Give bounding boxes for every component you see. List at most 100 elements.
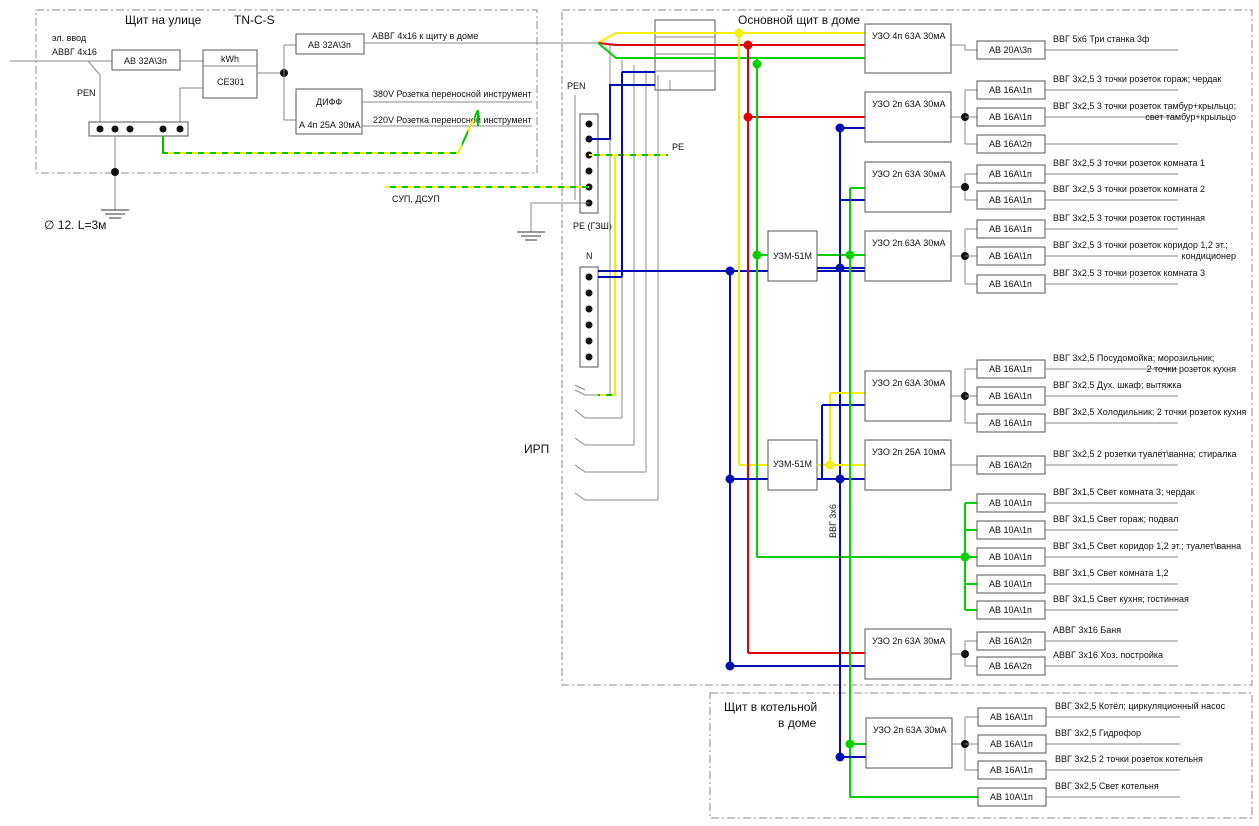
socket-220-label: 220V Розетка переносной инструмент — [373, 115, 532, 125]
breaker-5-label: АВ 16А\1п — [989, 169, 1032, 179]
pen-bus-label: PEN — [567, 81, 586, 91]
voltage-relay-1 — [767, 230, 818, 282]
pe-gzsh-label: PE (ГЗШ) — [573, 221, 612, 231]
boiler-circuit-3-label: ВВГ 3х2,5 2 точки розеток котельня — [1055, 754, 1203, 764]
sup-label: СУП, ДСУП — [392, 194, 440, 204]
circuit-3-label-2: свет тамбур+крыльцо — [1145, 112, 1236, 122]
meter-model-label: СЕ301 — [217, 77, 245, 87]
boiler-rcd-label: УЗО 2п 63А 30мА — [873, 725, 946, 735]
diff-rating: А 4п 25А 30мА — [299, 120, 361, 130]
breaker-13-label: АВ 16А\2п — [989, 460, 1032, 470]
socket-380-label: 380V Розетка переносной инструмент — [373, 89, 532, 99]
rcd-5 — [864, 370, 952, 422]
circuit-6-label: ВВГ 3х2,5 3 точки розеток комната 2 — [1053, 184, 1205, 194]
n-bus-label: N — [586, 251, 593, 261]
breaker-14-label: АВ 10А\1п — [989, 498, 1032, 508]
rcd-2-label: УЗО 2п 63А 30мА — [872, 99, 945, 109]
breaker-1-label: АВ 20А\3п — [989, 45, 1032, 55]
boiler-breaker-1-label: АВ 16А\1п — [990, 712, 1033, 722]
outdoor-panel-title: Щит на улице — [125, 13, 202, 27]
circuit-5-label: ВВГ 3х2,5 3 точки розеток комната 1 — [1053, 158, 1205, 168]
outdoor-panel-frame — [35, 9, 538, 174]
pe-label: PE — [672, 142, 684, 152]
input-cable-label: АВВГ 4х16 — [52, 47, 97, 57]
input-terminal-block — [654, 19, 716, 91]
breaker-7-label: АВ 16А\1п — [989, 224, 1032, 234]
voltage-relay-2-label: УЗМ-51М — [773, 459, 812, 469]
boiler-breaker-2-label: АВ 16А\1п — [990, 739, 1033, 749]
main-breaker-label: АВ 32А\3п — [124, 56, 167, 66]
circuit-2-label: ВВГ 3х2,5 3 точки розеток гораж; чердак — [1053, 74, 1221, 84]
circuit-12-label: ВВГ 3х2,5 Холодильник; 2 точки розеток к… — [1053, 407, 1247, 417]
cable-vvg3x6-label: ВВГ 3х6 — [828, 504, 838, 538]
breaker-3-label: АВ 16А\1п — [989, 112, 1032, 122]
energy-meter — [202, 49, 258, 99]
rcd-4-label: УЗО 2п 63А 30мА — [872, 238, 945, 248]
circuit-20-label: АВВГ 3х16 Хоз. постройка — [1053, 650, 1163, 660]
pe-bus — [579, 113, 599, 214]
rcd-7 — [864, 628, 952, 680]
irp-label: ИРП — [524, 442, 549, 456]
rcd-1-label: УЗО 4п 63А 30мА — [872, 31, 945, 41]
input-label: эл. ввод — [52, 33, 87, 43]
rcd-6 — [864, 439, 952, 491]
circuit-19-label: АВВГ 3х16 Баня — [1053, 625, 1121, 635]
cable-to-house-label: АВВГ 4х16 к щиту в доме — [372, 31, 478, 41]
breaker-19-label: АВ 16А\2п — [989, 636, 1032, 646]
breaker-10-label: АВ 16А\1п — [989, 364, 1032, 374]
circuit-16-label: ВВГ 3х1,5 Свет коридор 1,2 эт.; туалет\в… — [1053, 541, 1241, 551]
circuit-17-label: ВВГ 3х1,5 Свет комната 1,2 — [1053, 568, 1168, 578]
boiler-rcd — [865, 717, 953, 769]
voltage-relay-2 — [767, 439, 818, 491]
breaker-to-house-label: АВ 32А\3п — [308, 40, 351, 50]
main-panel-title: Основной щит в доме — [738, 13, 860, 27]
breaker-6-label: АВ 16А\1п — [989, 195, 1032, 205]
circuit-11-label: ВВГ 3х2,5 Дух. шкаф; вытяжка — [1053, 380, 1181, 390]
diff-title: ДИФФ — [316, 97, 342, 107]
boiler-breakers: АВ 16А\1п ВВГ 3х2,5 Котёл; циркуляционный… — [965, 701, 1226, 807]
boiler-breaker-3-label: АВ 16А\1п — [990, 765, 1033, 775]
boiler-panel-frame — [709, 692, 1253, 819]
boiler-circuit-1-label: ВВГ 3х2,5 Котёл; циркуляционный насос — [1055, 701, 1226, 711]
boiler-title-2: в доме — [778, 716, 817, 730]
circuit-9-label: ВВГ 3х2,5 3 точки розеток комната 3 — [1053, 268, 1205, 278]
main-panel-frame — [561, 9, 1253, 686]
n-bus — [579, 266, 599, 368]
rcd-3-label: УЗО 2п 63А 30мА — [872, 169, 945, 179]
breaker-9-label: АВ 16А\1п — [989, 279, 1032, 289]
circuit-8-label: ВВГ 3х2,5 3 точки розеток коридор 1,2 эт… — [1053, 240, 1228, 250]
circuit-3-label: ВВГ 3х2,5 3 точки розеток тамбур+крыльцо… — [1053, 101, 1236, 111]
circuit-8-label-2: кондиционер — [1182, 251, 1236, 261]
breaker-11-label: АВ 16А\1п — [989, 391, 1032, 401]
rcd-3 — [864, 161, 952, 213]
breaker-20-label: АВ 16А\2п — [989, 661, 1032, 671]
rcd-1 — [864, 23, 952, 74]
meter-kwh-label: kWh — [221, 54, 239, 64]
boiler-circuit-4-label: ВВГ 3х2,5 Свет котельня — [1055, 781, 1159, 791]
circuit-10-label: ВВГ 3х2,5 Посудомойка; морозильник; — [1053, 353, 1214, 363]
circuit-1-label: ВВГ 5х6 Три станка 3ф — [1053, 34, 1150, 44]
circuit-7-label: ВВГ 3х2,5 3 точки розеток гостинная — [1053, 213, 1205, 223]
rcd-2 — [864, 91, 952, 143]
outdoor-pen-label: PEN — [77, 88, 96, 98]
breaker-18-label: АВ 10А\1п — [989, 605, 1032, 615]
outdoor-pen-bus — [88, 121, 189, 137]
ground-rod-label: ∅ 12. L=3м — [44, 218, 106, 232]
circuit-15-label: ВВГ 3х1,5 Свет гораж; подвал — [1053, 514, 1178, 524]
circuit-13-label: ВВГ 3х2,5 2 розетки туалет\ванна; стирал… — [1053, 449, 1237, 459]
breaker-15-label: АВ 10А\1п — [989, 525, 1032, 535]
rcd-4 — [864, 230, 952, 282]
breaker-16-label: АВ 10А\1п — [989, 552, 1032, 562]
breaker-2-label: АВ 16А\1п — [989, 85, 1032, 95]
boiler-circuit-2-label: ВВГ 3х2,5 Гидрофор — [1055, 728, 1141, 738]
grounding-system-label: TN-C-S — [234, 13, 275, 27]
breaker-17-label: АВ 10А\1п — [989, 579, 1032, 589]
breaker-4-label: АВ 16А\2п — [989, 139, 1032, 149]
rcd-5-label: УЗО 2п 63А 30мА — [872, 378, 945, 388]
voltage-relay-1-label: УЗМ-51М — [773, 251, 812, 261]
circuit-10-label-2: 2 точки розеток кухня — [1147, 364, 1237, 374]
circuit-18-label: ВВГ 3х1,5 Свет кухня; гостинная — [1053, 594, 1189, 604]
main-breaker — [111, 49, 181, 71]
